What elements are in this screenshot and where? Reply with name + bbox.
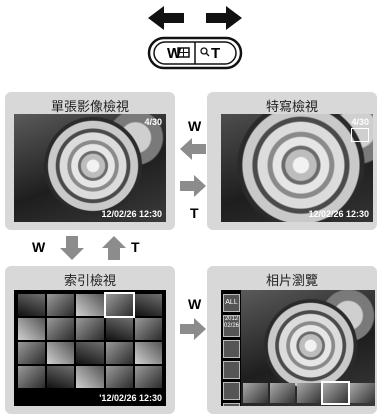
zoom-t-label: T xyxy=(211,45,221,62)
thumbnail[interactable] xyxy=(18,366,46,388)
thumbnail[interactable] xyxy=(76,318,104,340)
zoom-lever xyxy=(147,6,243,70)
thumbnail[interactable] xyxy=(76,342,104,364)
zoom-w-label: W xyxy=(167,45,182,62)
thumbnail[interactable] xyxy=(105,318,133,340)
browse-item-event-icon[interactable] xyxy=(223,361,240,379)
browse-item-people-icon[interactable] xyxy=(223,403,240,406)
camera-screen: '12/02/26 12:30 xyxy=(14,290,166,406)
thumbnail-selected[interactable] xyxy=(103,292,135,318)
thumbnail[interactable] xyxy=(105,342,133,364)
thumbnail[interactable] xyxy=(269,383,295,403)
thumbnail[interactable] xyxy=(18,294,46,316)
panel-title: 特寫檢視 xyxy=(265,100,318,115)
transition-w-label: W xyxy=(188,296,202,312)
thumbnail[interactable] xyxy=(350,383,375,403)
panel-single-view: 單張影像檢視 4/30 12/02/26 12:30 xyxy=(5,92,175,230)
thumbnail[interactable] xyxy=(18,318,46,340)
thumbnail[interactable] xyxy=(296,383,322,403)
camera-screen: ALL 2012 02/26 xyxy=(221,290,375,406)
magnifier-icon xyxy=(200,47,208,55)
thumbnail[interactable] xyxy=(18,342,46,364)
thumbnail[interactable] xyxy=(134,294,162,316)
arrow-right-icon xyxy=(206,6,242,30)
date-time: 12/02/26 12:30 xyxy=(308,209,369,219)
thumbnail[interactable] xyxy=(134,366,162,388)
date-time: '12/02/26 12:30 xyxy=(99,393,162,403)
panel-index-view: 索引檢視 '12/02/26 12:30 xyxy=(5,266,175,414)
thumbnail[interactable] xyxy=(134,342,162,364)
rose-photo xyxy=(14,114,166,222)
transition-w-label: W xyxy=(188,118,202,134)
panel-title: 單張影像檢視 xyxy=(50,100,129,115)
thumbnail[interactable] xyxy=(47,294,75,316)
arrow-up-icon xyxy=(102,236,126,260)
arrow-left-icon xyxy=(148,6,184,30)
thumbnail-strip xyxy=(243,381,375,405)
panel-title: 索引檢視 xyxy=(63,274,116,289)
panel-title: 相片瀏覽 xyxy=(265,274,318,289)
thumbnail[interactable] xyxy=(47,318,75,340)
browse-item-date[interactable]: 2012 02/26 xyxy=(223,315,240,337)
rose-photo-zoomed xyxy=(221,114,373,222)
panel-closeup-view: 特寫檢視 4/30 12/02/26 12:30 xyxy=(207,92,377,230)
panel-browse-view: 相片瀏覽 ALL 2012 02/26 xyxy=(207,266,377,414)
camera-screen: 4/30 12/02/26 12:30 xyxy=(221,114,373,222)
thumbnail[interactable] xyxy=(47,342,75,364)
date-time: 12/02/26 12:30 xyxy=(101,209,162,219)
arrow-down-icon xyxy=(60,236,84,260)
transition-t-label: T xyxy=(131,239,140,255)
browse-item-scene-icon[interactable] xyxy=(223,382,240,400)
zoom-position-icon xyxy=(351,128,369,142)
thumbnail[interactable] xyxy=(105,366,133,388)
arrow-right-icon xyxy=(180,318,206,340)
thumbnail[interactable] xyxy=(243,383,268,403)
frame-number: 4/30 xyxy=(351,117,369,127)
thumbnail[interactable] xyxy=(76,366,104,388)
browse-sidebar: ALL 2012 02/26 xyxy=(223,294,240,406)
camera-screen: 4/30 12/02/26 12:30 xyxy=(14,114,166,222)
frame-number: 4/30 xyxy=(144,117,162,127)
browse-item-favorite-icon[interactable] xyxy=(223,340,240,358)
arrow-right-icon xyxy=(180,175,206,197)
thumbnail[interactable] xyxy=(47,366,75,388)
transition-w-label: W xyxy=(32,239,46,255)
arrow-left-icon xyxy=(180,138,206,160)
thumbnail-selected[interactable] xyxy=(321,381,351,405)
thumbnail-grid xyxy=(18,292,162,388)
transition-t-label: T xyxy=(190,205,199,221)
thumbnail[interactable] xyxy=(134,318,162,340)
thumbnail[interactable] xyxy=(76,294,104,316)
browse-item-all[interactable]: ALL xyxy=(223,294,240,312)
